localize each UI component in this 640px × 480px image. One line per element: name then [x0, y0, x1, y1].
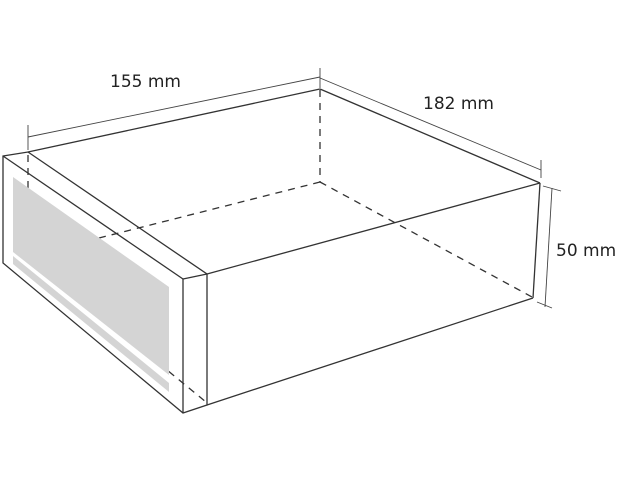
height-label: 50 mm [556, 241, 617, 261]
depth-label: 182 mm [423, 94, 494, 114]
width-label: 155 mm [110, 72, 181, 92]
front-panel [2, 151, 208, 414]
dimension-lines [27, 68, 562, 309]
box-outline [27, 88, 541, 406]
